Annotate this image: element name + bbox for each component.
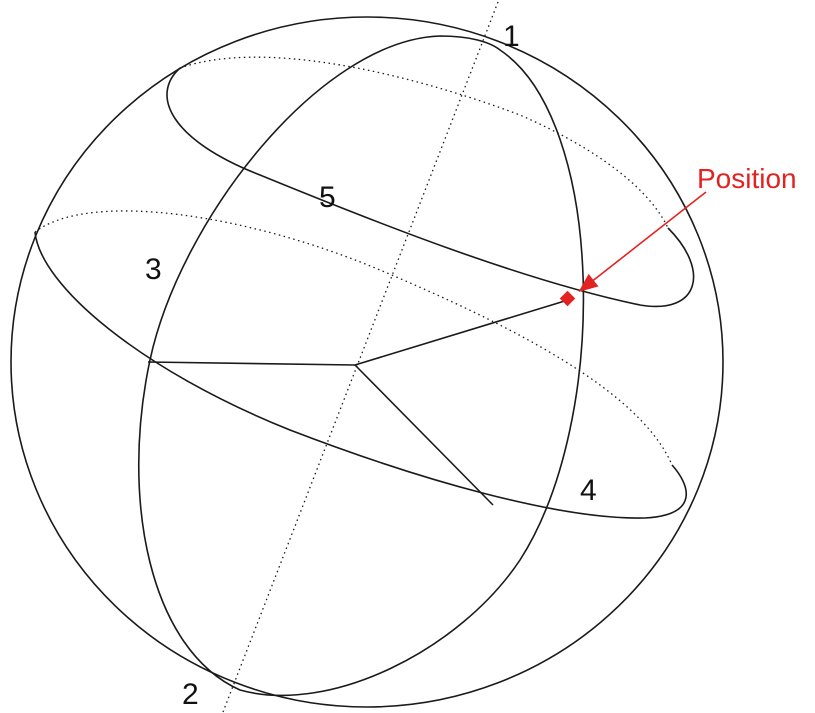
radius-lines xyxy=(147,299,569,506)
position-dot xyxy=(559,290,576,307)
label-region-4: 4 xyxy=(580,474,597,507)
label-region-5: 5 xyxy=(319,181,336,214)
sphere-outline xyxy=(10,16,724,708)
meridian-ellipse xyxy=(137,35,585,697)
position-label: Position xyxy=(697,163,797,194)
position-arrow xyxy=(578,191,707,292)
label-axis-bottom: 2 xyxy=(182,678,199,711)
equator-ellipse xyxy=(34,210,688,519)
polar-axis xyxy=(222,1,499,713)
position-marker: Position xyxy=(559,163,797,307)
label-axis-top: 1 xyxy=(503,20,520,53)
upper-parallel xyxy=(166,56,695,308)
label-region-3: 3 xyxy=(145,253,162,286)
